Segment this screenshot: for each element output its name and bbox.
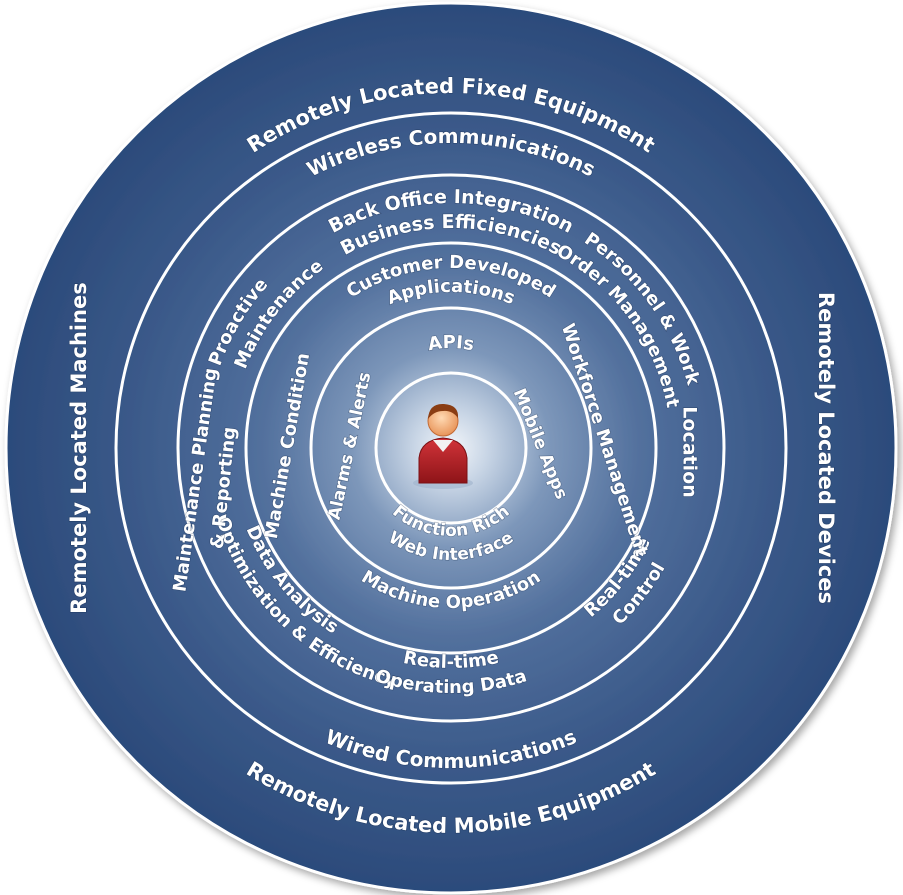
user-icon	[413, 403, 473, 489]
ring-divider-1	[114, 111, 788, 785]
label-remote-machines: Remotely Located Machines	[67, 282, 91, 614]
ring-divider-2	[176, 173, 726, 723]
label-remote-devices: Remotely Located Devices	[814, 292, 838, 604]
ring-divider-3	[244, 241, 658, 655]
label-apis: APIs	[426, 332, 475, 355]
ring-divider-5	[374, 371, 528, 525]
ring-divider-4	[309, 306, 593, 590]
label-location: Location	[679, 406, 701, 497]
